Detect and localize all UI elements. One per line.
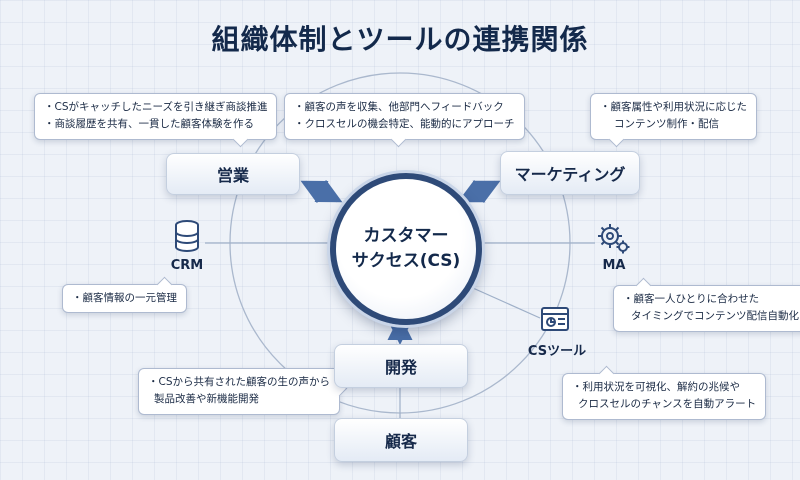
- callout-line: ・顧客の声を収集、他部門へフィードバック: [294, 101, 504, 113]
- tool-label-crm: CRM: [170, 258, 204, 273]
- callout-line: ・顧客情報の一元管理: [72, 292, 177, 304]
- callout-line: 製品改善や新機能開発: [154, 393, 259, 406]
- node-marketing: マーケティング: [500, 151, 640, 195]
- node-sales: 営業: [166, 153, 300, 195]
- gears-icon: [596, 222, 630, 258]
- node-dev: 開発: [334, 344, 468, 388]
- callout-line: タイミングでコンテンツ配信自動化: [631, 310, 799, 323]
- hub-label-line2: サクセス(CS): [351, 251, 461, 271]
- callout-marketing: ・顧客属性や利用状況に応じた コンテンツ制作・配信: [590, 93, 757, 147]
- arrow-marketing: [457, 179, 501, 204]
- callout-ma: ・顧客一人ひとりに合わせた タイミングでコンテンツ配信自動化: [613, 277, 800, 332]
- callout-line: ・顧客属性や利用状況に応じた: [600, 101, 747, 113]
- dashboard-icon: [540, 306, 570, 338]
- callout-cs-tool: ・利用状況を可視化、解約の兆候や クロスセルのチャンスを自動アラート: [562, 365, 767, 420]
- callout-line: ・商談履歴を共有、一貫した顧客体験を作る: [44, 118, 254, 131]
- tool-label-cs-tool: CSツール: [527, 344, 587, 359]
- arrow-sales: [300, 179, 343, 204]
- callout-line: ・顧客一人ひとりに合わせた: [623, 293, 760, 305]
- hub-customer-success: カスタマー サクセス(CS): [330, 173, 482, 325]
- callout-sales: ・CSがキャッチしたニーズを引き継ぎ商談推進 ・商談履歴を共有、一貫した顧客体験…: [34, 93, 278, 147]
- callout-line: コンテンツ制作・配信: [614, 118, 719, 131]
- tool-label-ma: MA: [602, 258, 626, 273]
- callout-dev: ・CSから共有された顧客の生の声から 製品改善や新機能開発: [138, 368, 348, 415]
- callout-line: ・CSがキャッチしたニーズを引き継ぎ商談推進: [44, 101, 268, 113]
- callout-line: ・CSから共有された顧客の生の声から: [148, 376, 330, 388]
- callout-line: クロスセルのチャンスを自動アラート: [578, 398, 757, 411]
- callout-center: ・顧客の声を収集、他部門へフィードバック ・クロスセルの機会特定、能動的にアプロ…: [284, 93, 525, 147]
- callout-line: ・クロスセルの機会特定、能動的にアプローチ: [294, 118, 515, 131]
- node-customer: 顧客: [334, 418, 468, 462]
- database-icon: [174, 220, 200, 256]
- hub-label-line1: カスタマー: [363, 226, 449, 247]
- callout-crm: ・顧客情報の一元管理: [62, 276, 187, 314]
- page-title: 組織体制とツールの連携関係: [211, 23, 589, 56]
- callout-line: ・利用状況を可視化、解約の兆候や: [572, 381, 740, 393]
